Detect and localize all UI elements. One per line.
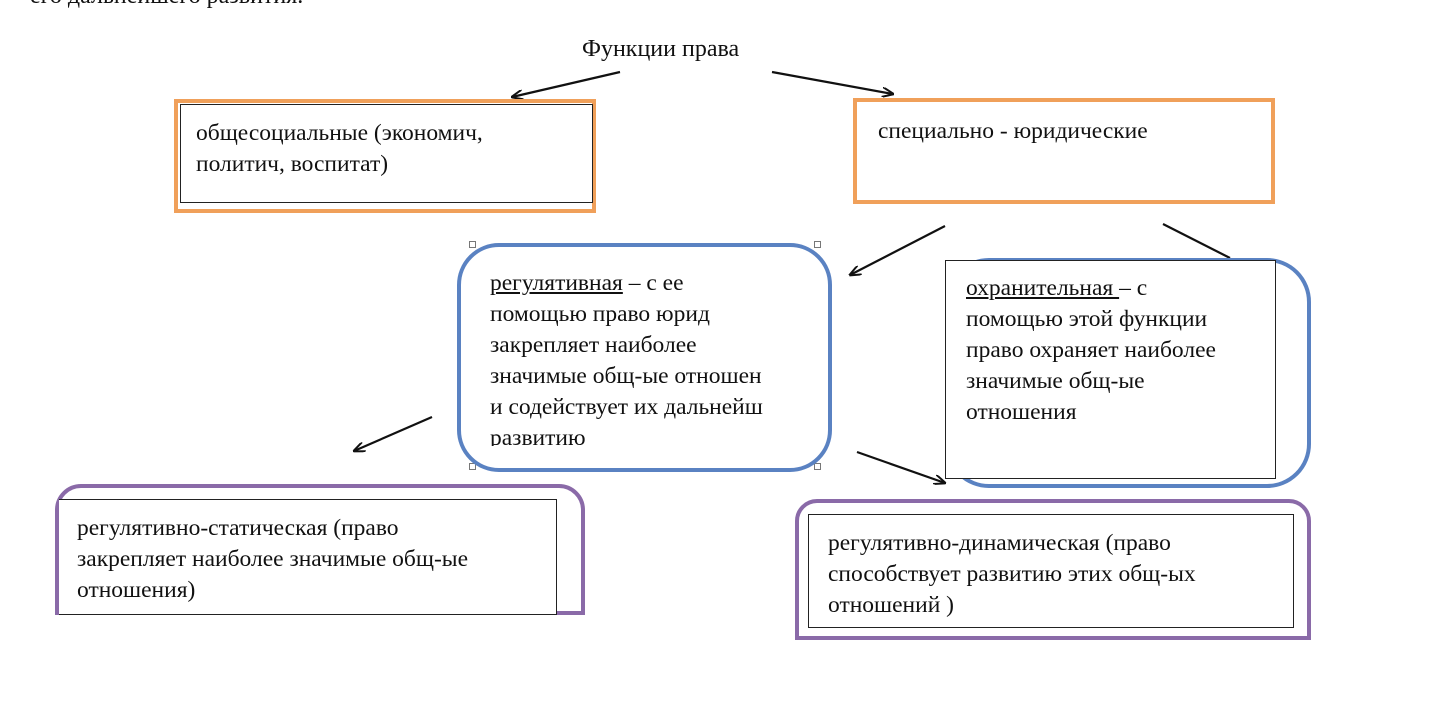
special-legal-box xyxy=(853,98,1275,204)
protective-inner xyxy=(945,260,1276,479)
selection-handle xyxy=(814,463,821,470)
arrow-title-to-special xyxy=(771,70,893,94)
arrow-special-to-protective xyxy=(1162,223,1231,259)
regulatory-static-inner xyxy=(59,499,557,615)
regulatory-dynamic-text: регулятивно-динамическая (право способст… xyxy=(828,530,1196,618)
regulatory-description: – с ее помощью право юрид закрепляет наи… xyxy=(490,270,763,446)
regulatory-box xyxy=(457,243,832,472)
arrow-title-to-general xyxy=(512,70,621,97)
regulatory-static-text: регулятивно-статическая (право закрепляе… xyxy=(77,515,468,603)
arrow-regulatory-to-dynamic xyxy=(856,450,945,483)
general-social-inner xyxy=(180,104,593,203)
general-social-text: общесоциальные (экономич, политич, воспи… xyxy=(196,120,483,177)
general-social-box xyxy=(174,99,596,213)
arrow-regulatory-to-static xyxy=(354,415,433,451)
regulatory-text: регулятивная – с ее помощью право юрид з… xyxy=(490,268,820,446)
regulatory-term: регулятивная xyxy=(490,270,623,296)
selection-handle xyxy=(469,463,476,470)
protective-text: охранительная – с помощью этой функции п… xyxy=(966,273,1266,428)
diagram-title: Функции права xyxy=(582,36,740,62)
arrow-special-to-regulatory xyxy=(850,225,946,275)
special-legal-text: специально - юридические xyxy=(878,118,1148,144)
selection-handle xyxy=(469,241,476,248)
selection-handle xyxy=(814,241,821,248)
top-text-fragment: его дальнейшего развития. xyxy=(30,0,303,10)
protective-description: – с помощью этой функции право охраняет … xyxy=(966,275,1216,425)
regulatory-dynamic-inner xyxy=(808,514,1294,628)
protective-term: охранительная xyxy=(966,275,1120,301)
